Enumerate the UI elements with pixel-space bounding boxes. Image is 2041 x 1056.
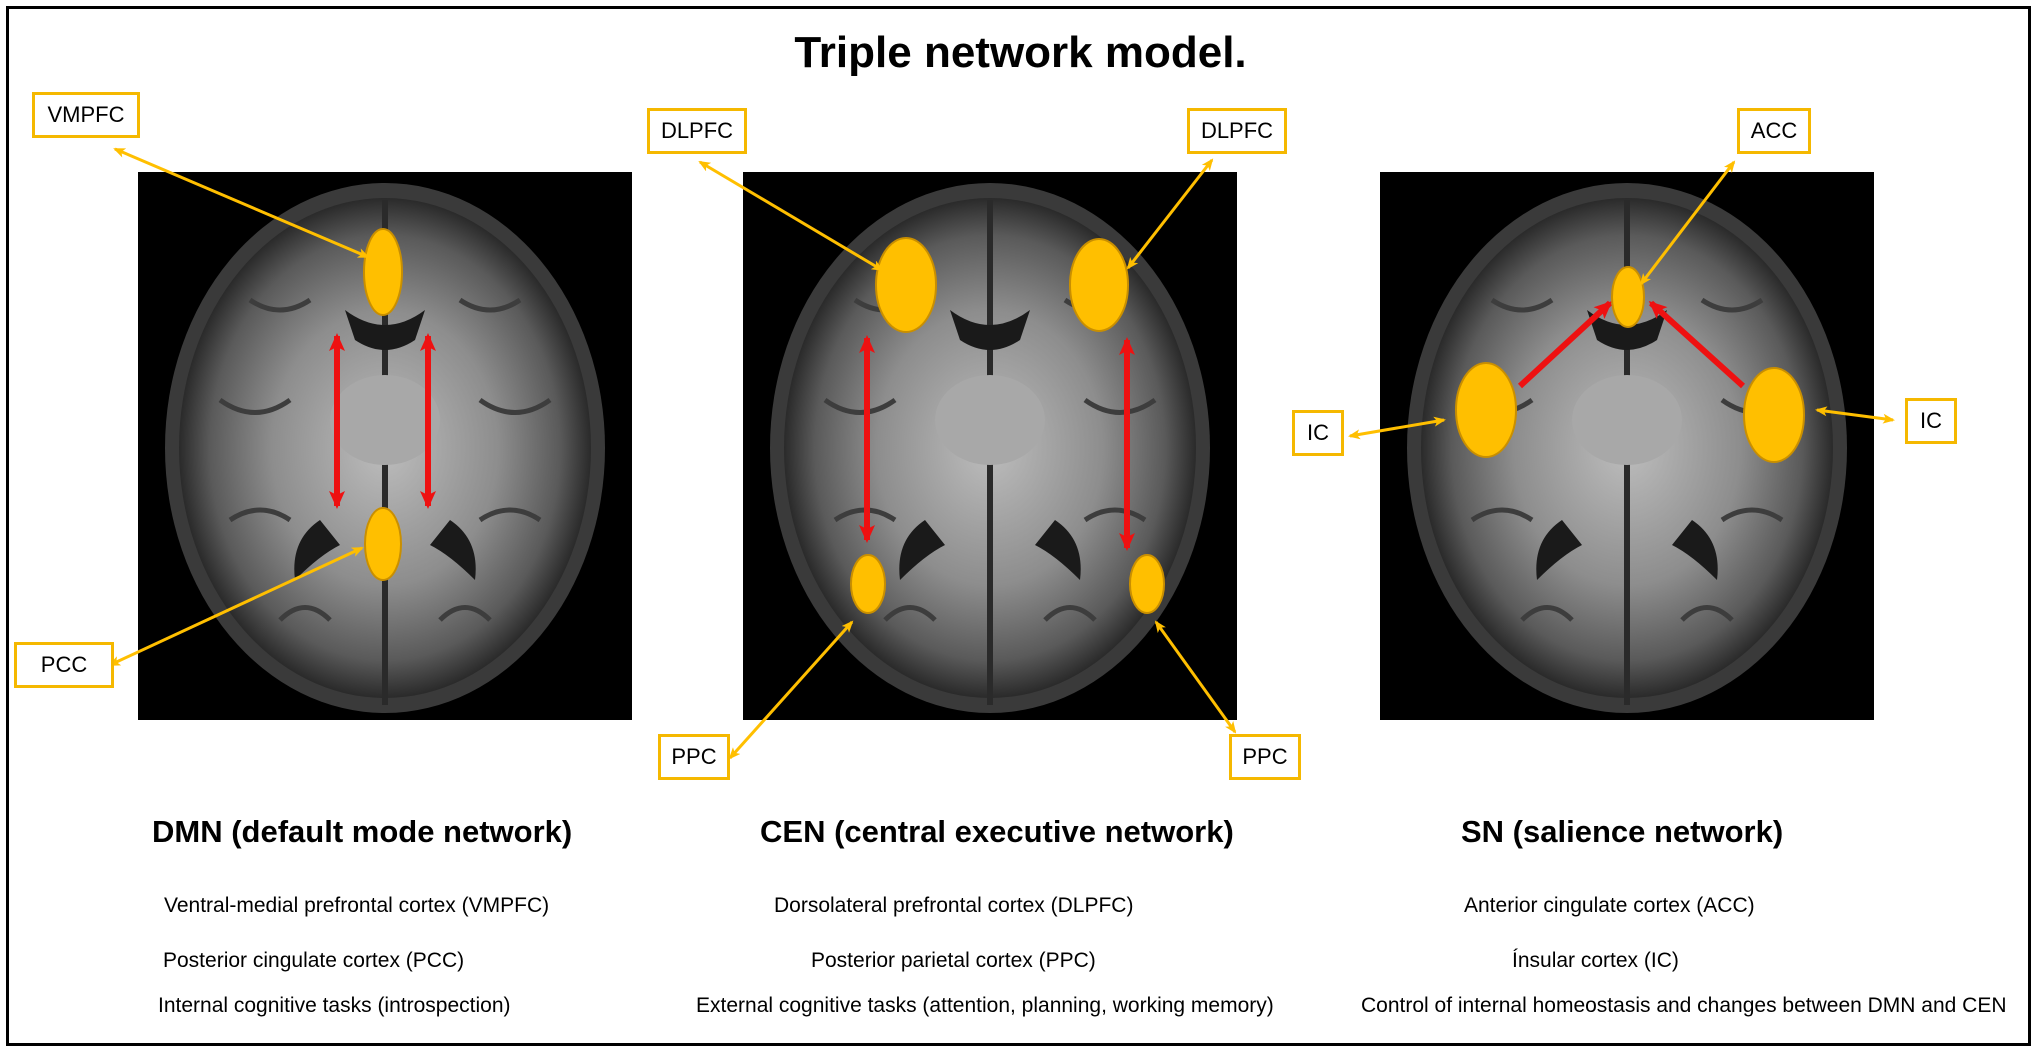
vmpfc-pointer — [113, 147, 370, 259]
dlpfc-left-pointer — [698, 160, 884, 272]
label-dlpfc-left: DLPFC — [647, 108, 747, 154]
mri-sn — [1380, 172, 1874, 720]
pcc-region — [364, 507, 402, 581]
ic-left-region — [1455, 362, 1517, 458]
dmn-desc-2: Posterior cingulate cortex (PCC) — [163, 949, 465, 972]
ic-right-pointer — [1815, 406, 1895, 424]
cen-heading: CEN (central executive network) — [760, 814, 1234, 849]
label-vmpfc: VMPFC — [32, 92, 140, 138]
label-ic-left: IC — [1292, 410, 1344, 456]
cen-desc-2: Posterior parietal cortex (PPC) — [811, 949, 1096, 972]
sn-desc-1: Anterior cingulate cortex (ACC) — [1464, 894, 1755, 917]
sn-connections — [1517, 300, 1746, 389]
dmn-desc-1: Ventral-medial prefrontal cortex (VMPFC) — [164, 894, 550, 917]
mri-cen — [743, 172, 1237, 720]
acc-pointer — [1639, 160, 1736, 286]
dlpfc-right-pointer — [1126, 158, 1214, 270]
ppc-left-region — [850, 554, 886, 614]
ppc-right-region — [1129, 554, 1165, 614]
label-acc: ACC — [1737, 108, 1811, 154]
cen-desc-1: Dorsolateral prefrontal cortex (DLPFC) — [774, 894, 1134, 917]
vmpfc-region — [363, 228, 403, 316]
ic-right-region — [1743, 367, 1805, 463]
ppc-right-pointer — [1154, 620, 1237, 734]
sn-desc-2: Ínsular cortex (IC) — [1512, 949, 1679, 972]
ic-left-pointer — [1348, 416, 1446, 440]
sn-heading: SN (salience network) — [1461, 814, 1784, 849]
dmn-desc-3: Internal cognitive tasks (introspection) — [158, 994, 511, 1017]
label-ppc-right: PPC — [1229, 734, 1301, 780]
dmn-connections — [329, 333, 436, 509]
label-pcc: PCC — [14, 642, 114, 688]
dlpfc-right-region — [1069, 238, 1129, 332]
ppc-left-pointer — [728, 620, 854, 760]
cen-desc-3: External cognitive tasks (attention, pla… — [696, 994, 1274, 1017]
cen-connections — [859, 335, 1135, 551]
sn-desc-3: Control of internal homeostasis and chan… — [1361, 994, 2007, 1017]
label-ppc-left: PPC — [658, 734, 730, 780]
acc-region — [1611, 266, 1645, 328]
label-ic-right: IC — [1905, 398, 1957, 444]
figure-frame — [6, 6, 2031, 1046]
dmn-heading: DMN (default mode network) — [152, 814, 573, 849]
label-dlpfc-right: DLPFC — [1187, 108, 1287, 154]
pcc-pointer — [108, 546, 364, 667]
dlpfc-left-region — [875, 237, 937, 333]
figure-title: Triple network model. — [794, 28, 1247, 77]
